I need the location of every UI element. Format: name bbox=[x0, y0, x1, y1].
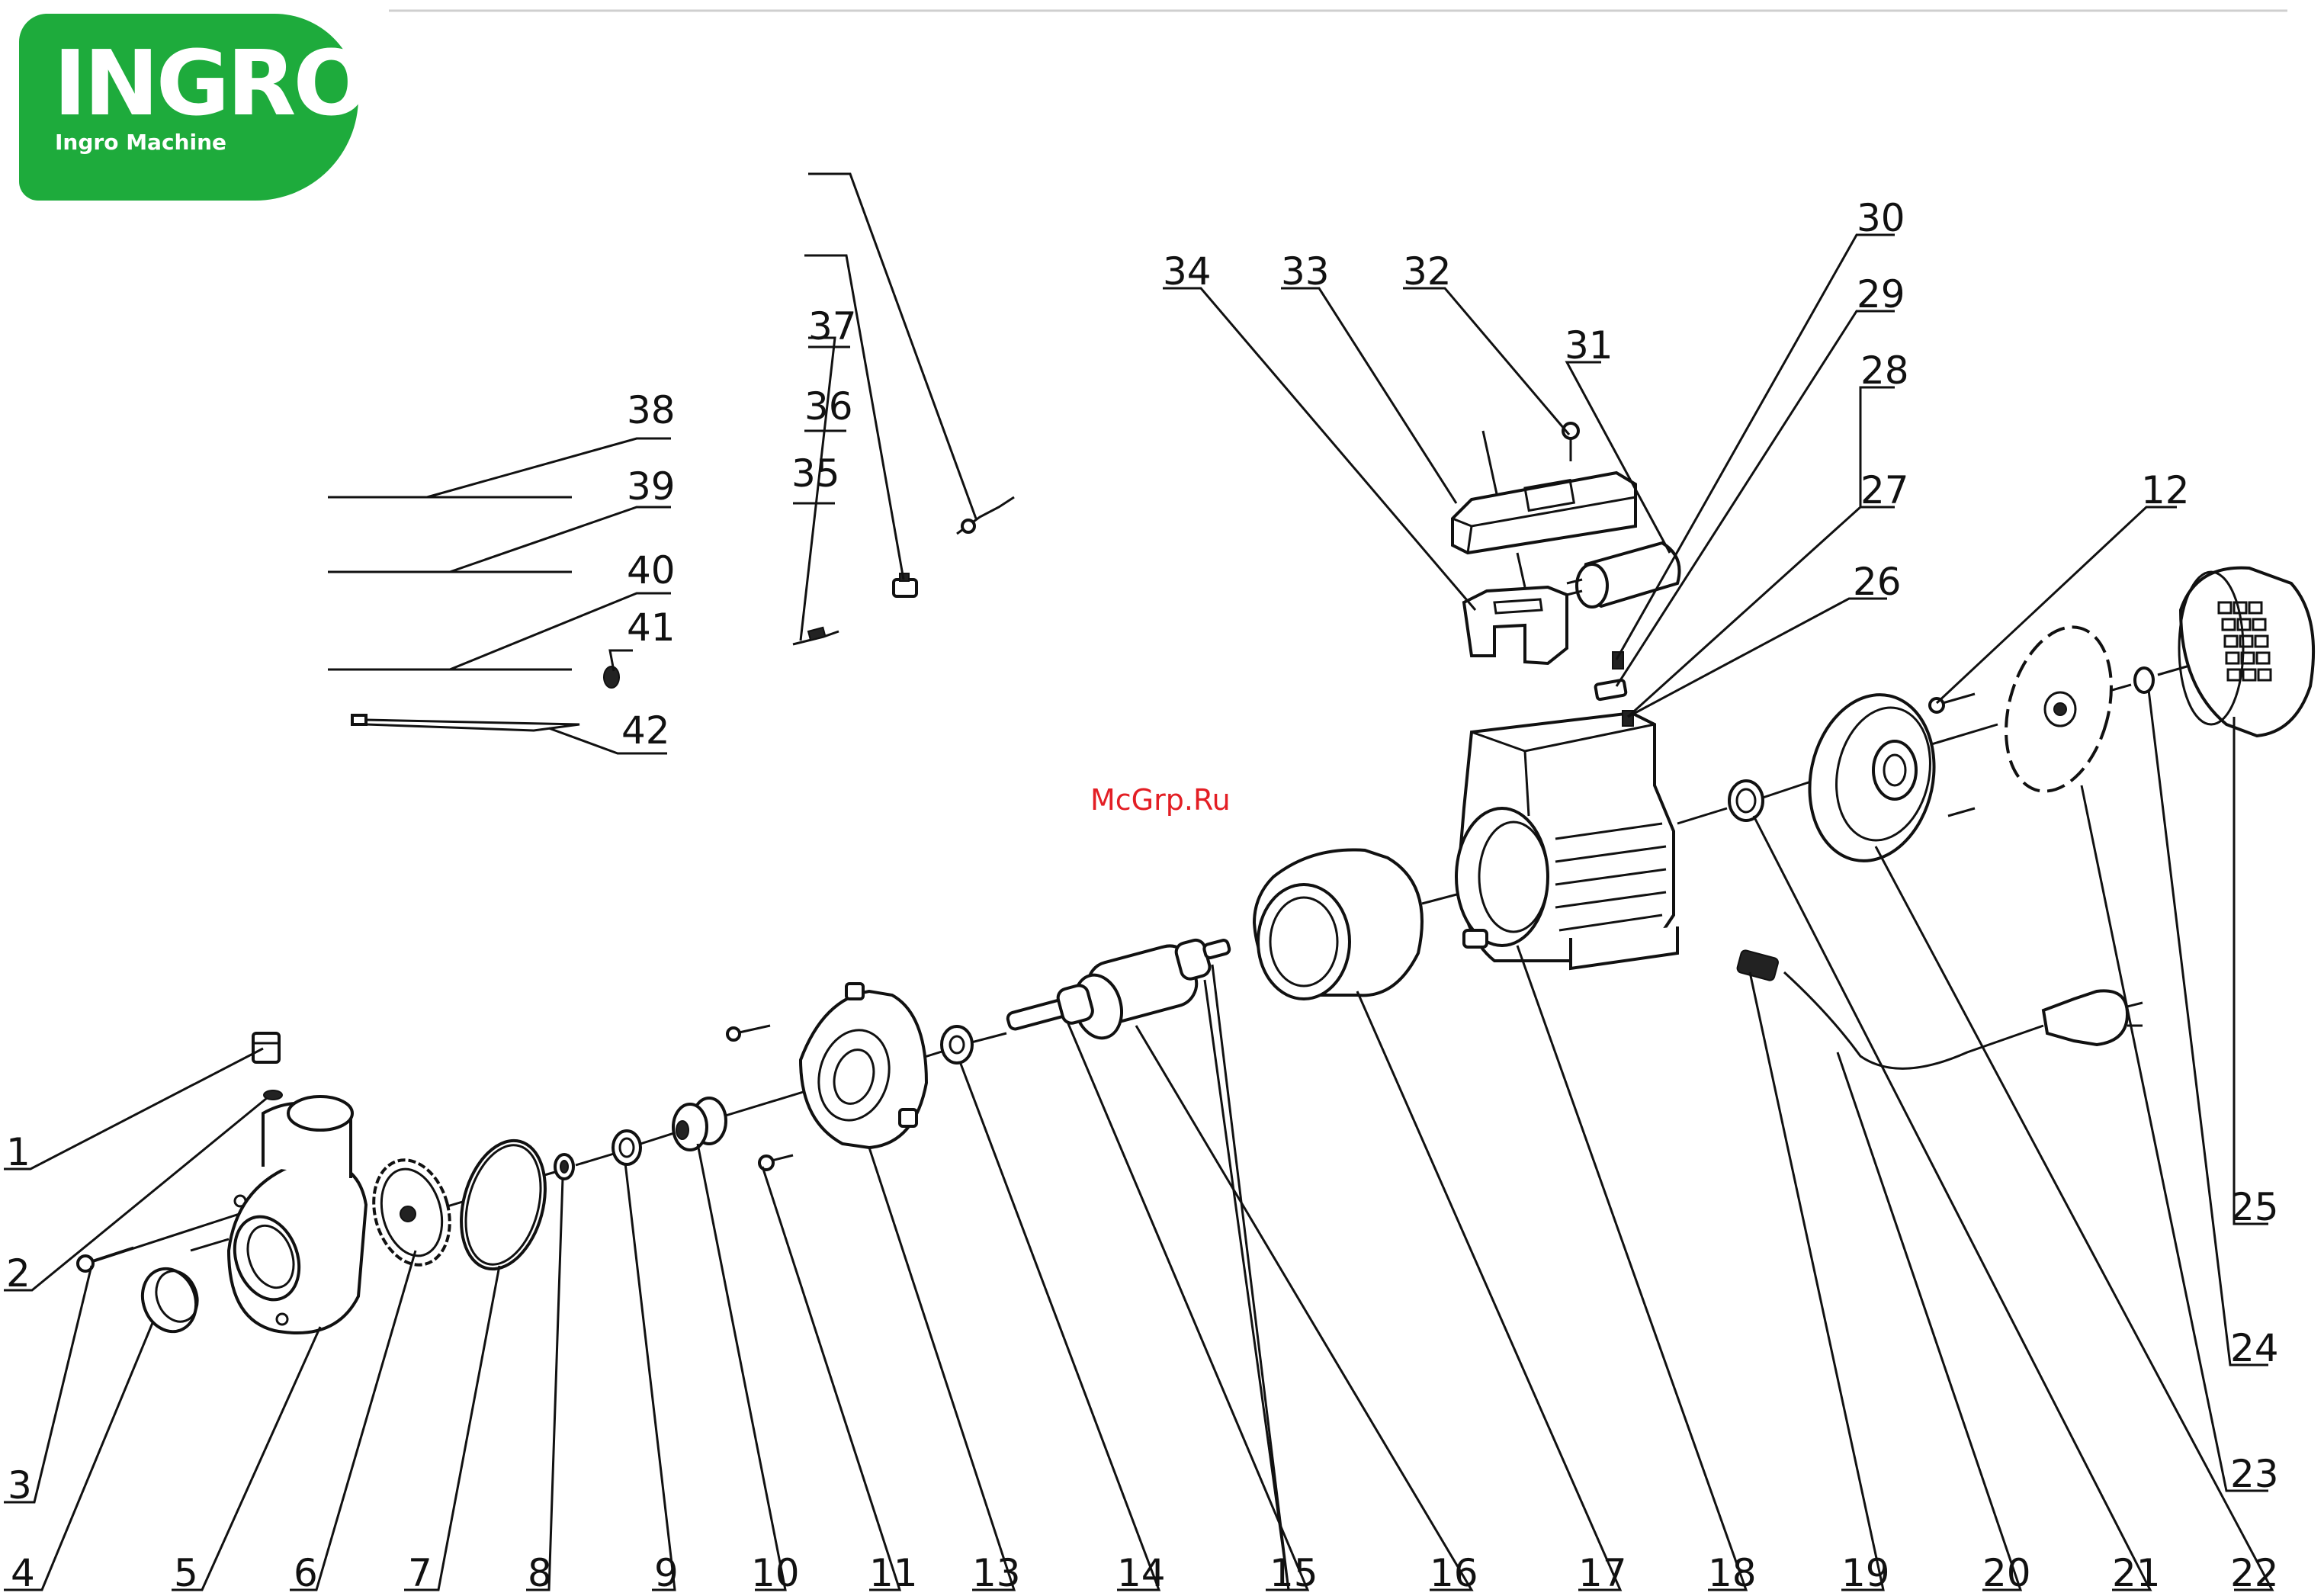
label-35: 35 bbox=[791, 451, 840, 496]
label-21: 21 bbox=[2112, 1551, 2161, 1595]
part-16-rotor bbox=[1006, 938, 1231, 1043]
label-39: 39 bbox=[627, 464, 676, 509]
part-7-o-ring bbox=[448, 1131, 559, 1278]
part-11-bolt bbox=[759, 1155, 793, 1170]
label-20: 20 bbox=[1982, 1551, 2031, 1595]
label-13: 13 bbox=[972, 1551, 1021, 1595]
label-33: 33 bbox=[1281, 249, 1330, 294]
part-35-terminal-lug bbox=[793, 628, 839, 644]
part-31-capacitor bbox=[1567, 543, 1680, 607]
label-7: 7 bbox=[408, 1551, 432, 1595]
part-22-wave-washer bbox=[1729, 781, 1763, 820]
label-23: 23 bbox=[2230, 1452, 2279, 1496]
part-23-fan bbox=[1989, 615, 2129, 803]
part-17-stator bbox=[1254, 849, 1422, 999]
label-34: 34 bbox=[1163, 249, 1212, 294]
part-24-circlip bbox=[2135, 668, 2153, 692]
part-number-labels: 1 2 3 4 5 6 7 8 9 10 11 13 14 15 16 17 1… bbox=[6, 196, 2279, 1595]
label-31: 31 bbox=[1565, 323, 1613, 368]
part-13-bracket bbox=[727, 984, 926, 1148]
label-12: 12 bbox=[2141, 468, 2190, 512]
label-40: 40 bbox=[627, 548, 676, 592]
part-34-terminal-base bbox=[1464, 587, 1567, 663]
part-33-terminal-cover bbox=[1452, 473, 1635, 553]
ingro-logo: INGRO Ingro Machine bbox=[19, 14, 367, 201]
label-28: 28 bbox=[1860, 348, 1909, 393]
label-16: 16 bbox=[1430, 1551, 1478, 1595]
part-19-cable-gland bbox=[1736, 949, 1779, 981]
label-38: 38 bbox=[627, 388, 676, 432]
part-1-drain-plug bbox=[253, 1033, 279, 1062]
part-3-bolt bbox=[78, 1248, 133, 1271]
part-37-lug bbox=[957, 497, 1014, 534]
label-37: 37 bbox=[808, 304, 857, 348]
label-29: 29 bbox=[1857, 272, 1905, 316]
part-9-ring bbox=[613, 1131, 640, 1164]
label-9: 9 bbox=[654, 1551, 679, 1595]
part-30-screw bbox=[1613, 652, 1623, 669]
part-36-switch bbox=[894, 573, 916, 596]
label-3: 3 bbox=[8, 1463, 32, 1508]
logo-brand: INGRO bbox=[53, 31, 367, 136]
label-14: 14 bbox=[1117, 1551, 1166, 1595]
label-8: 8 bbox=[528, 1551, 552, 1595]
label-42: 42 bbox=[621, 708, 670, 753]
label-10: 10 bbox=[751, 1551, 800, 1595]
part-5-pump-housing bbox=[223, 1097, 366, 1333]
label-41: 41 bbox=[627, 605, 676, 650]
label-4: 4 bbox=[11, 1551, 35, 1595]
label-11: 11 bbox=[869, 1551, 918, 1595]
label-18: 18 bbox=[1708, 1551, 1757, 1595]
part-8-washer bbox=[555, 1154, 573, 1179]
label-22: 22 bbox=[2230, 1551, 2279, 1595]
label-25: 25 bbox=[2230, 1185, 2279, 1229]
label-24: 24 bbox=[2230, 1326, 2279, 1370]
label-30: 30 bbox=[1857, 196, 1905, 240]
part-4-ring bbox=[134, 1261, 205, 1339]
label-17: 17 bbox=[1578, 1551, 1627, 1595]
watermark: McGrp.Ru bbox=[1090, 783, 1231, 817]
part-6-impeller bbox=[363, 1151, 461, 1273]
label-19: 19 bbox=[1841, 1551, 1890, 1595]
part-29-terminal bbox=[1595, 679, 1626, 699]
label-32: 32 bbox=[1403, 249, 1452, 294]
logo-tagline: Ingro Machine bbox=[55, 130, 226, 155]
part-10-mechanical-seal bbox=[673, 1098, 726, 1150]
part-14-washer bbox=[942, 1026, 972, 1063]
part-25-fan-cover bbox=[2179, 568, 2313, 736]
part-18-motor-housing bbox=[1456, 713, 1677, 968]
label-27: 27 bbox=[1860, 468, 1909, 512]
label-2: 2 bbox=[6, 1251, 30, 1296]
leader-lines bbox=[4, 174, 2272, 1590]
label-26: 26 bbox=[1853, 560, 1902, 604]
label-1: 1 bbox=[6, 1130, 30, 1174]
label-5: 5 bbox=[174, 1551, 198, 1595]
label-15: 15 bbox=[1270, 1551, 1318, 1595]
part-12-bolt bbox=[1930, 694, 1975, 712]
part-41-nut bbox=[604, 666, 619, 688]
part-21-rear-bracket bbox=[1795, 683, 1949, 872]
label-6: 6 bbox=[294, 1551, 318, 1595]
label-36: 36 bbox=[804, 384, 853, 429]
part-42-cable-tie bbox=[352, 715, 579, 731]
